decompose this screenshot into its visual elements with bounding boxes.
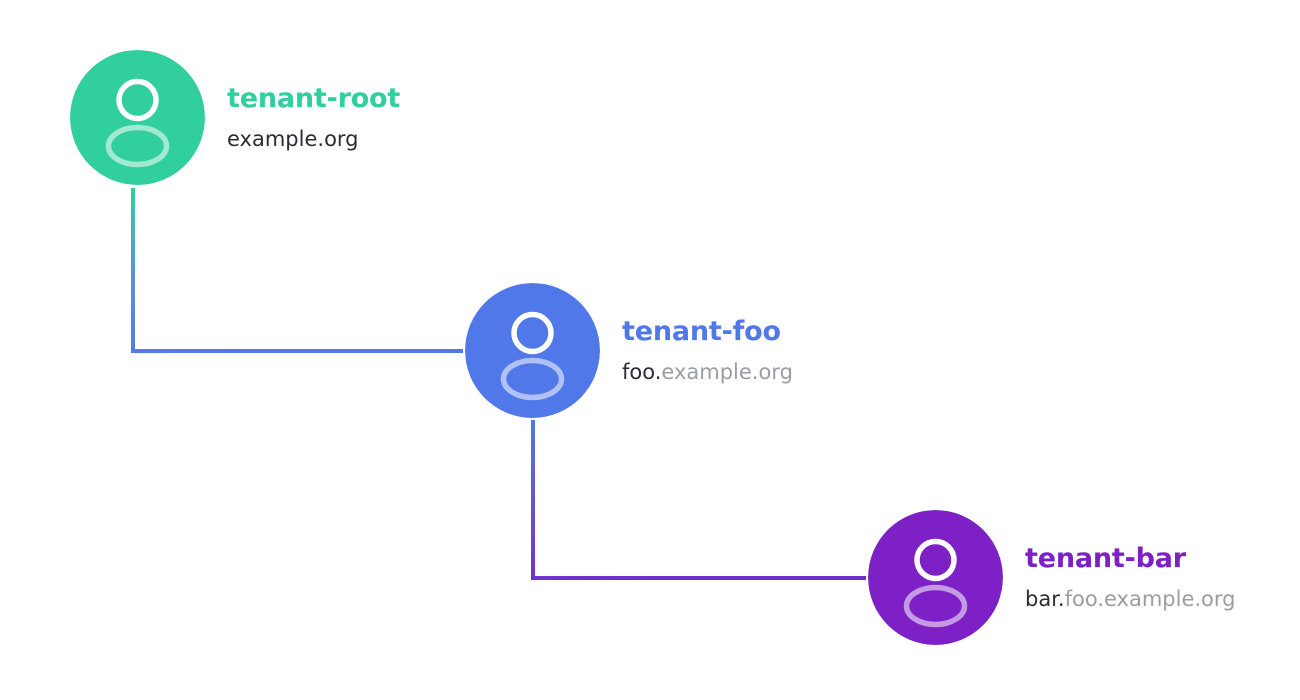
node-domain: example.org [227,127,400,152]
user-avatar-icon [70,50,205,185]
tenant-node-root[interactable]: tenant-root example.org [70,50,400,185]
node-title: tenant-foo [622,315,781,347]
node-text-block: tenant-bar bar.foo.example.org [1025,543,1236,612]
tenant-node-bar[interactable]: tenant-bar bar.foo.example.org [868,510,1236,645]
node-text-block: tenant-root example.org [227,83,400,152]
user-avatar-icon [868,510,1003,645]
node-title: tenant-root [227,82,401,114]
domain-suffix: example.org [227,126,359,151]
node-text-block: tenant-foo foo.example.org [622,316,793,385]
domain-suffix: example.org [661,359,793,384]
node-domain: bar.foo.example.org [1025,587,1236,612]
user-avatar-icon [465,283,600,418]
node-title: tenant-bar [1025,542,1186,574]
domain-prefix: bar. [1025,586,1065,611]
domain-prefix: foo. [622,359,662,384]
node-domain: foo.example.org [622,360,793,385]
edge-root-to-foo [131,188,463,353]
tenant-node-foo[interactable]: tenant-foo foo.example.org [465,283,793,418]
domain-suffix: foo.example.org [1064,586,1236,611]
edge-foo-to-bar [531,420,866,580]
